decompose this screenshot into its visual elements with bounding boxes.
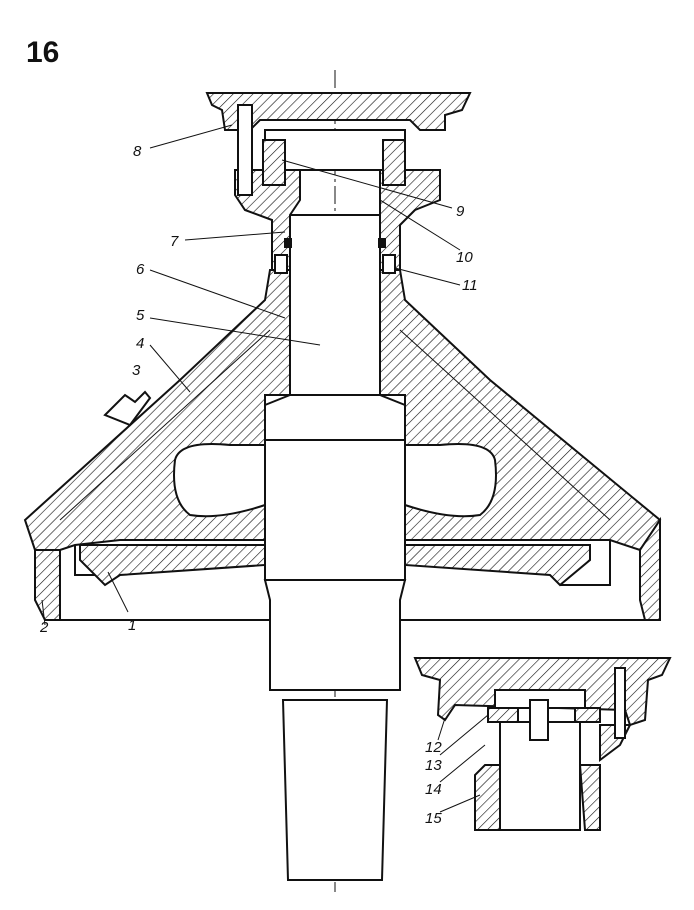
part-3 [103, 390, 152, 427]
label-10: 10 [456, 249, 473, 266]
leader-lines [41, 124, 489, 813]
inset-detail [413, 657, 672, 831]
label-11: 11 [462, 277, 478, 294]
label-3: 3 [132, 362, 141, 379]
label-1: 1 [128, 617, 136, 634]
label-9: 9 [456, 203, 465, 220]
crusher-cone [23, 269, 662, 552]
label-2: 2 [39, 619, 49, 636]
label-12: 12 [425, 739, 442, 756]
liner-left [79, 544, 266, 587]
skirt-left [34, 549, 61, 621]
label-15: 15 [425, 810, 442, 827]
label-7: 7 [170, 233, 179, 250]
top-bearing-assembly [205, 92, 472, 274]
label-6: 6 [136, 261, 145, 278]
label-13: 13 [425, 757, 442, 774]
label-4: 4 [136, 335, 144, 352]
figure-number: 16 [26, 36, 59, 69]
label-14: 14 [425, 781, 442, 798]
main-shaft [263, 214, 407, 881]
label-5: 5 [136, 307, 145, 324]
label-8: 8 [133, 143, 142, 160]
liner-right [404, 544, 591, 587]
